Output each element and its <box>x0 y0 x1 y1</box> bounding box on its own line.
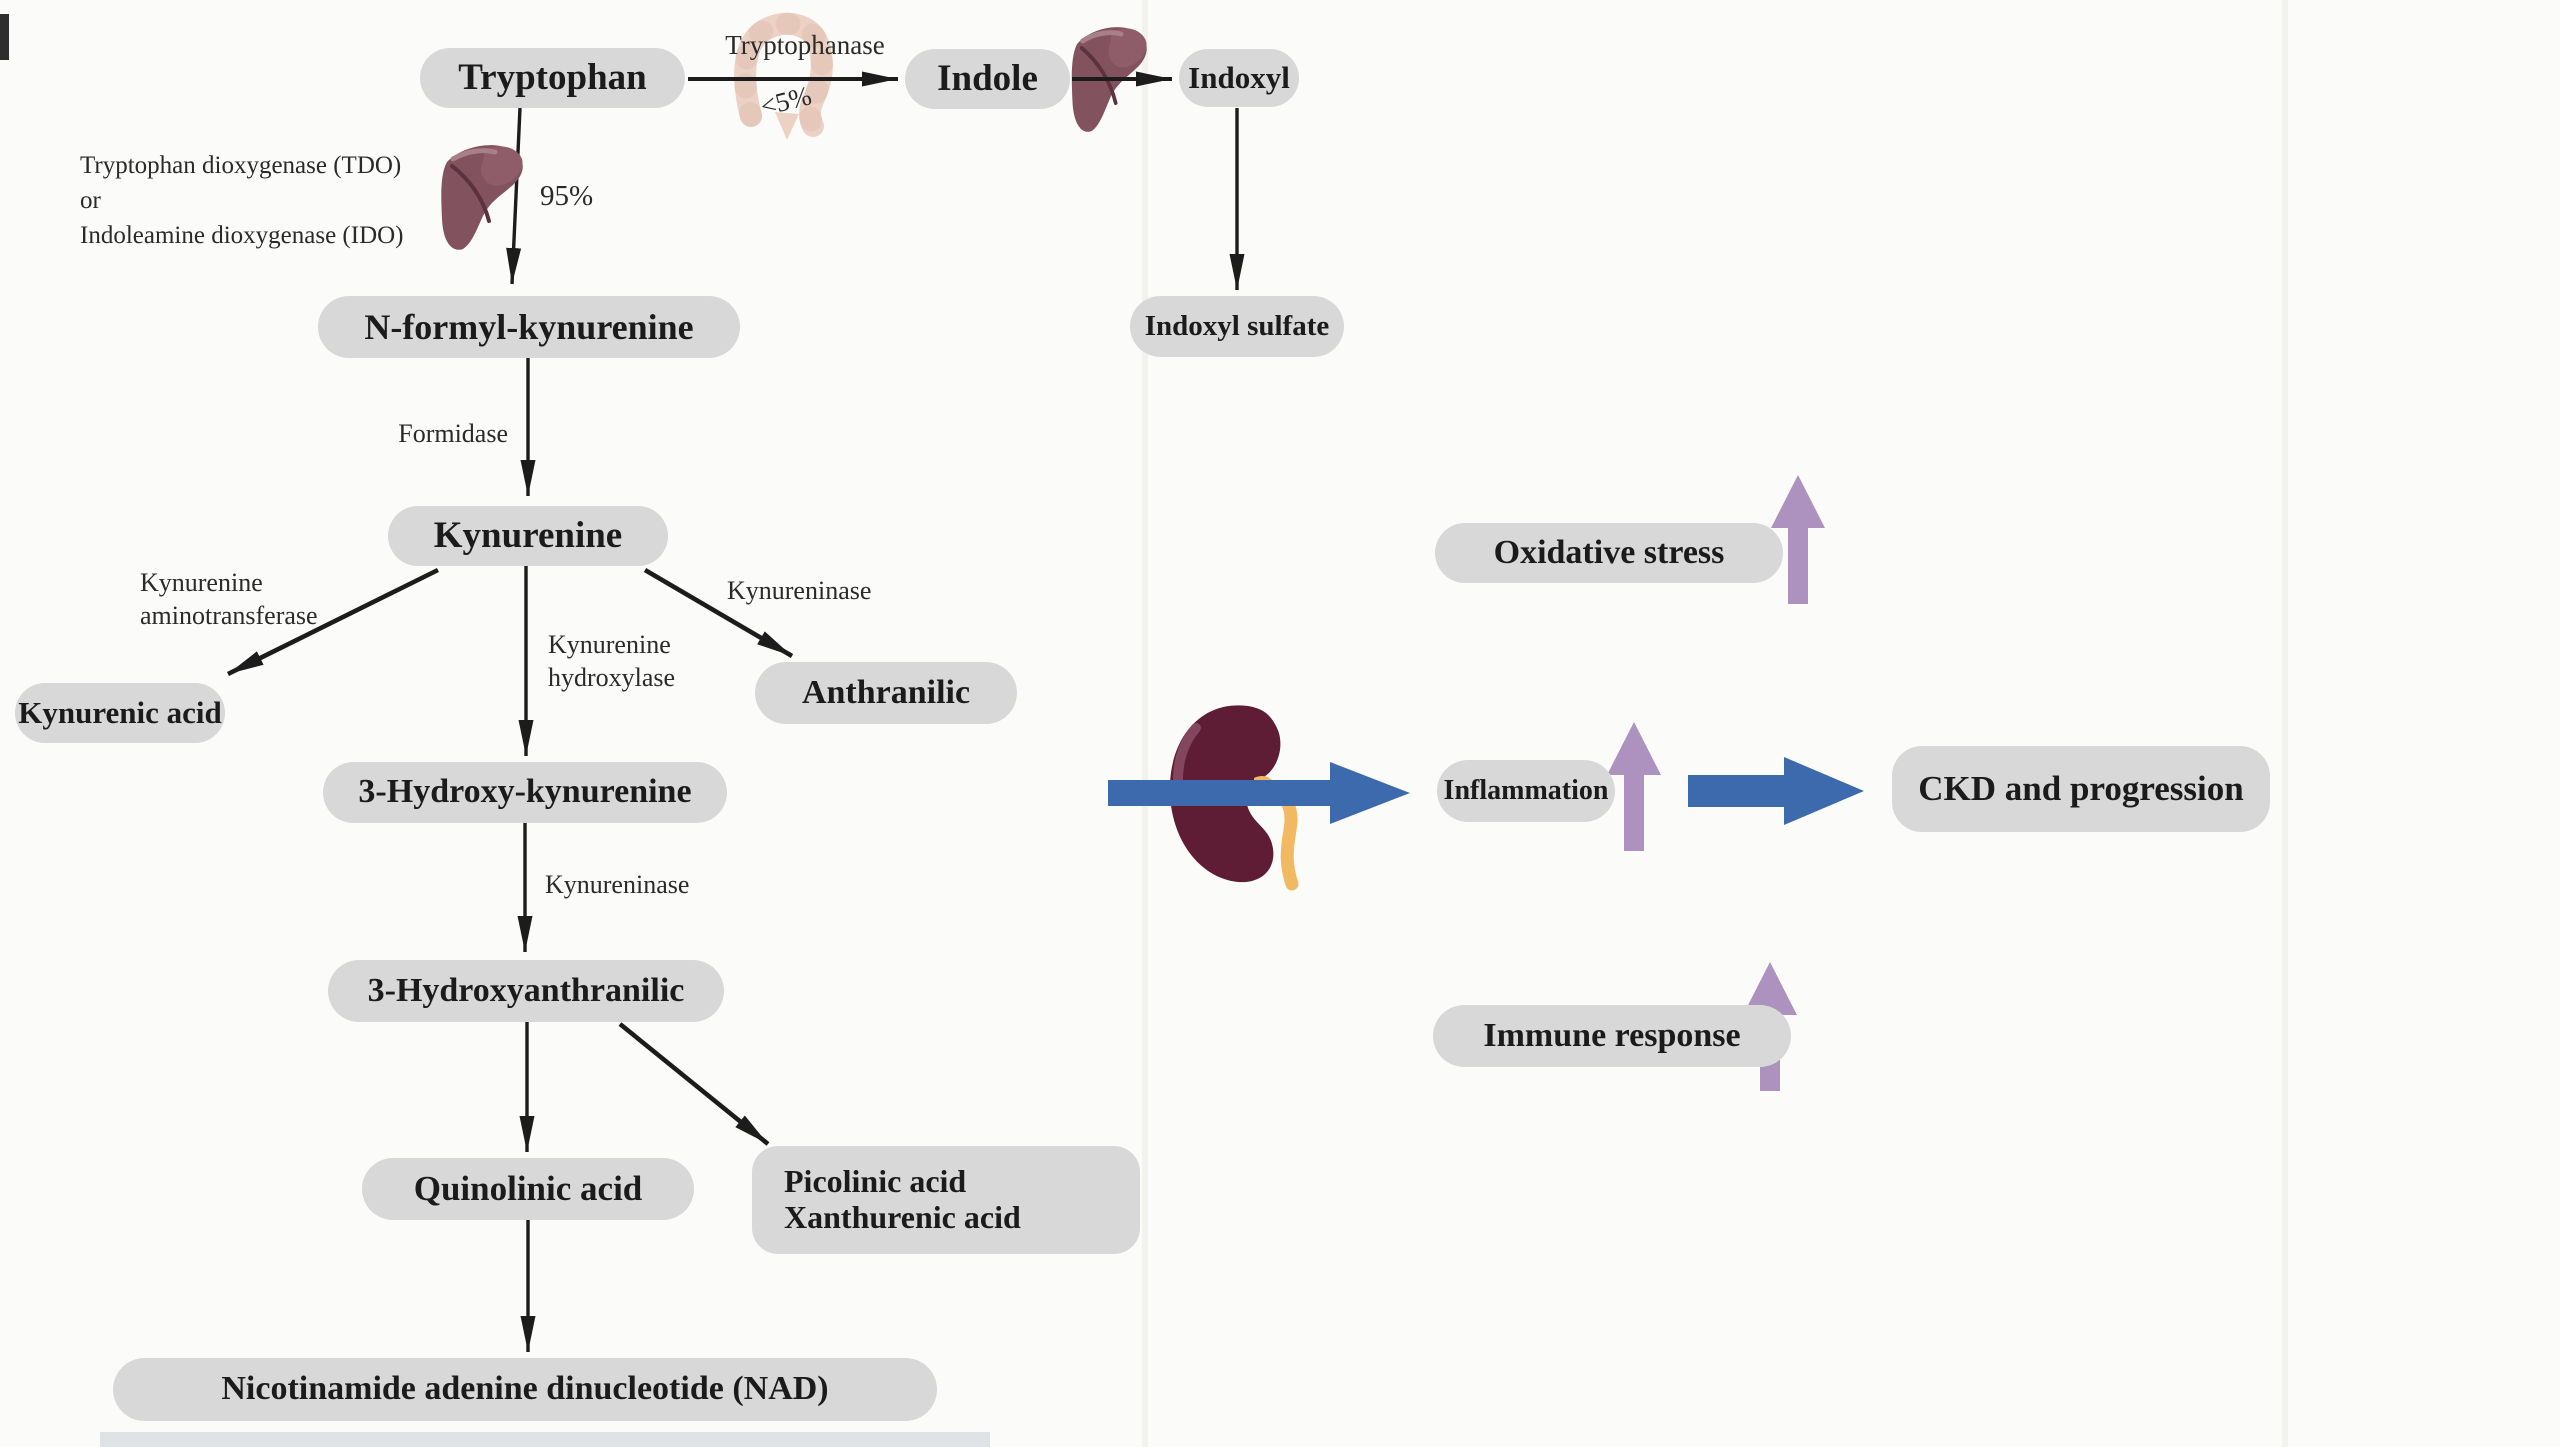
node-inflammation: Inflammation <box>1437 760 1615 822</box>
arrow-kynurenine-anthranilic <box>643 568 794 658</box>
arrow-kynurenine-kynurenic <box>226 567 440 677</box>
arrow-tryptophan-nformyl <box>506 107 522 285</box>
label-kynureninase-lower: Kynureninase <box>545 870 690 899</box>
label-tryptophanase: Tryptophanase <box>725 30 885 60</box>
node-quinolinic-acid: Quinolinic acid <box>362 1158 694 1220</box>
node-indoxyl-sulfate: Indoxyl sulfate <box>1130 296 1344 357</box>
node-n-formyl-kynurenine: N-formyl-kynurenine <box>318 296 740 358</box>
node-3-hydroxyanthranilic: 3-Hydroxyanthranilic <box>328 960 724 1022</box>
up-arrow-inflammation <box>1607 722 1661 851</box>
arrow-effects-ckd <box>1688 757 1864 825</box>
scan-artifact <box>100 1432 990 1447</box>
node-kynurenine: Kynurenine <box>388 506 668 566</box>
label-kynurenine-aminotransferase: Kynurenine aminotransferase <box>140 568 318 631</box>
node-kynurenic-acid: Kynurenic acid <box>15 683 225 743</box>
label-formidase: Formidase <box>398 419 508 448</box>
label-kynurenine-hydroxylase: Kynurenine hydroxylase <box>548 630 676 693</box>
node-nad: Nicotinamide adenine dinucleotide (NAD) <box>113 1358 937 1421</box>
liver-icon <box>441 145 523 250</box>
page-seam <box>1142 0 1148 1447</box>
page-seam <box>2282 0 2288 1447</box>
arrow-hydroxyanthranilic-picolinic <box>618 1022 770 1146</box>
arrow-kidney-effects <box>1108 762 1410 824</box>
intestine-icon <box>734 12 833 140</box>
scan-artifact <box>0 14 9 60</box>
node-indole: Indole <box>905 49 1070 109</box>
label-95-percent: 95% <box>540 180 594 212</box>
node-oxidative-stress: Oxidative stress <box>1435 523 1783 583</box>
node-anthranilic: Anthranilic <box>755 662 1017 724</box>
node-indoxyl: Indoxyl <box>1179 49 1299 107</box>
node-immune-response: Immune response <box>1433 1005 1791 1067</box>
label-kynureninase-upper: Kynureninase <box>727 576 872 605</box>
node-ckd-progression: CKD and progression <box>1892 746 2270 832</box>
label-tdo-ido: Tryptophan dioxygenase (TDO) or Indoleam… <box>80 152 404 249</box>
up-arrow-oxidative-stress <box>1771 475 1825 604</box>
node-3-hydroxy-kynurenine: 3-Hydroxy-kynurenine <box>323 762 727 823</box>
node-tryptophan: Tryptophan <box>420 48 685 108</box>
